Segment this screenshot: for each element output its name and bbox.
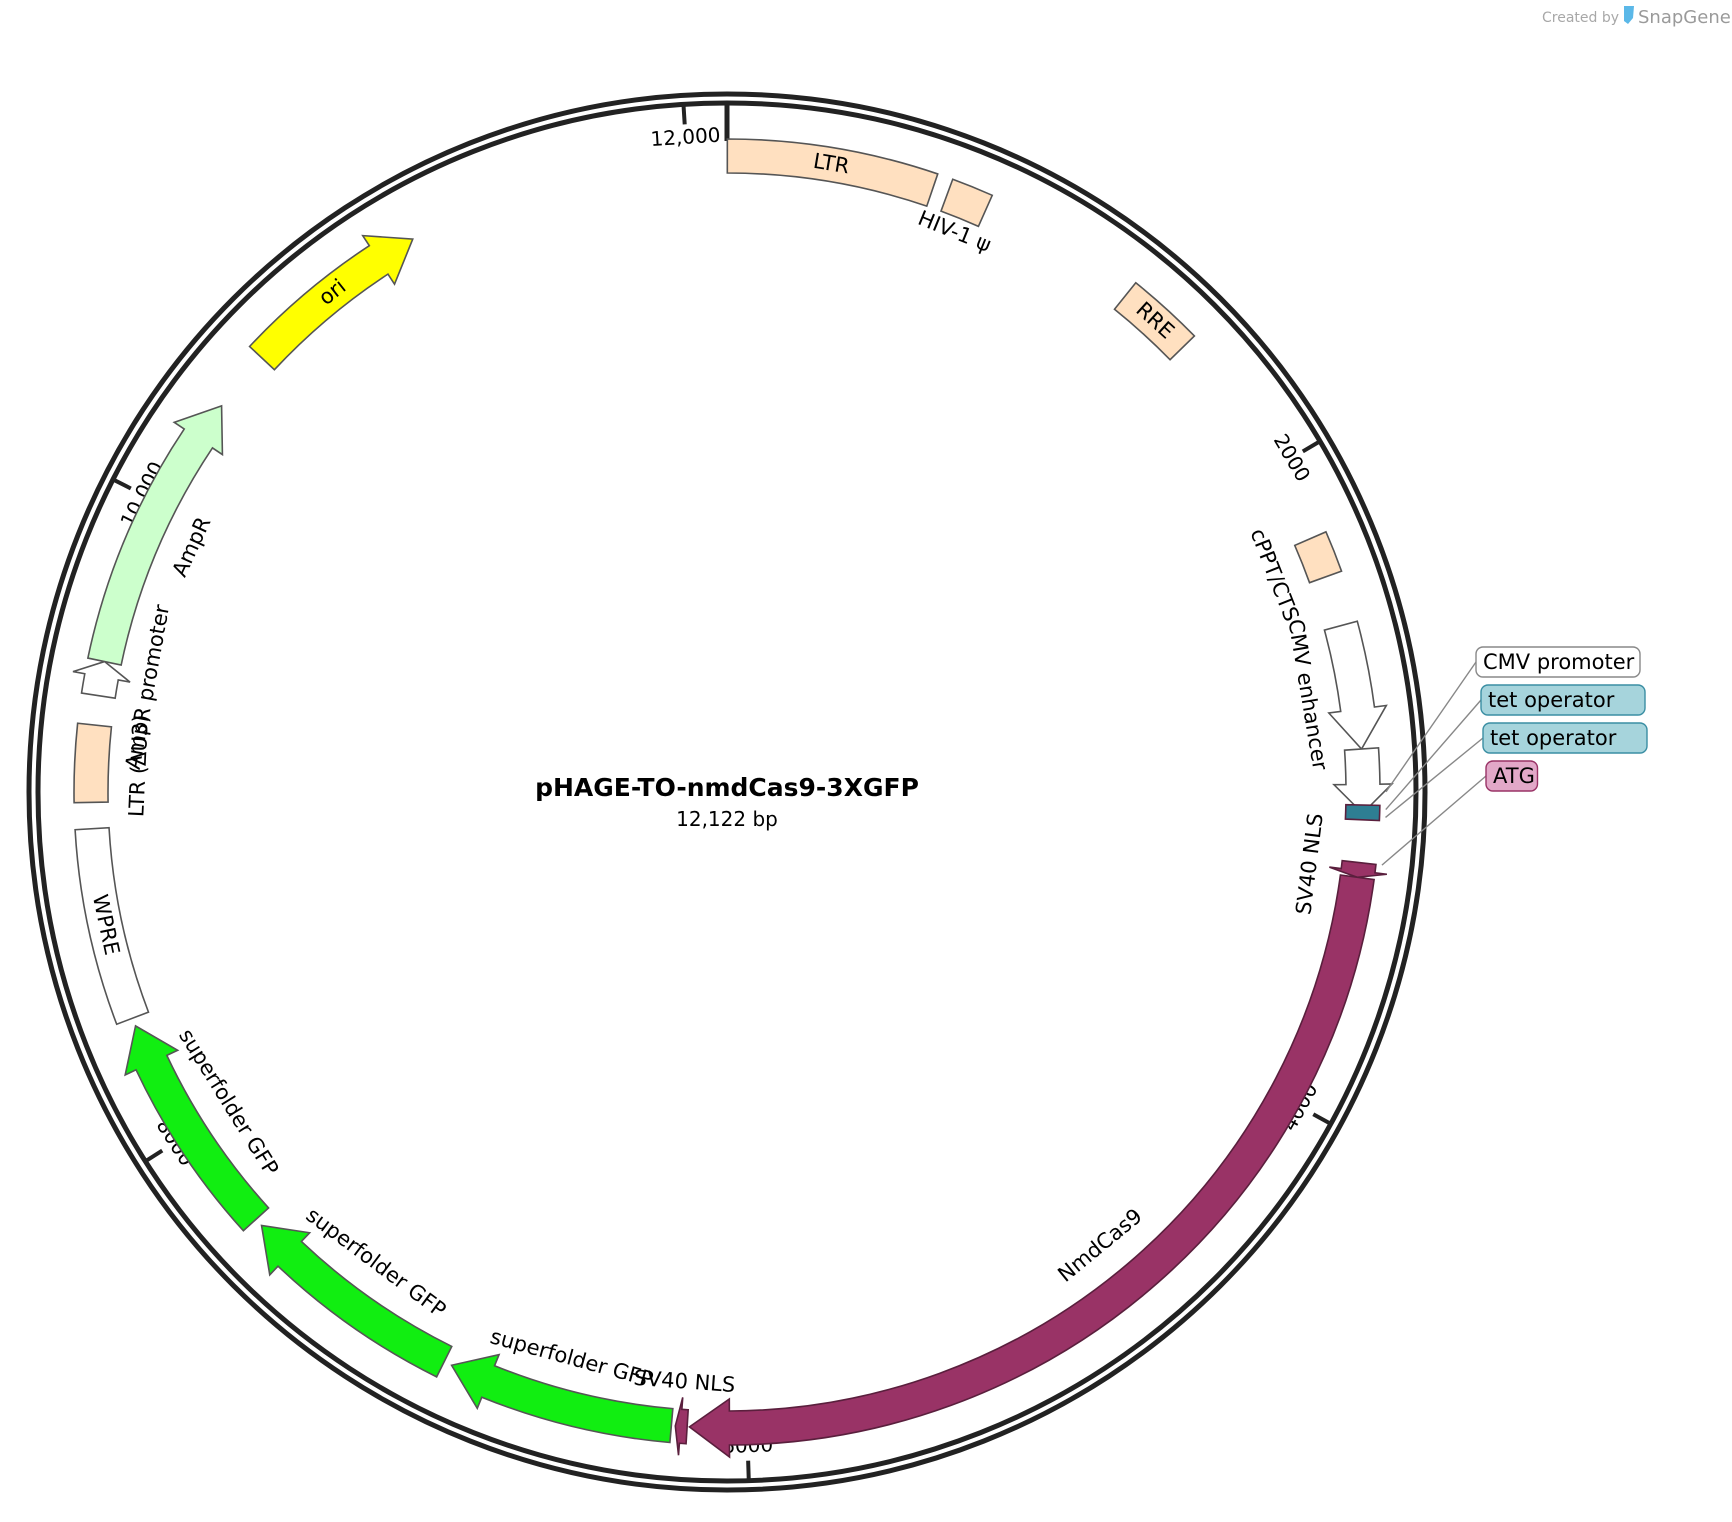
callout-leader xyxy=(1381,775,1487,866)
feature-rre[interactable] xyxy=(1113,281,1196,361)
tick-label: 2000 xyxy=(1269,430,1316,486)
callout-leader xyxy=(1385,661,1477,793)
callout-leader xyxy=(1385,737,1484,818)
callout-label: CMV promoter xyxy=(1483,650,1635,674)
callout-leader xyxy=(1385,699,1482,811)
feature-ori[interactable] xyxy=(248,234,414,371)
center-label: pHAGE-TO-nmdCas9-3XGFP 12,122 bp xyxy=(535,773,919,831)
callout-box-cmv-promoter[interactable] xyxy=(1475,646,1641,678)
feature-label-ampr: AmpR xyxy=(168,513,216,580)
feature-nmdcas9[interactable] xyxy=(688,874,1376,1459)
snapgene-logo-icon xyxy=(1624,6,1634,24)
feature-superfolder-gfp-2[interactable] xyxy=(260,1224,453,1378)
credit-brand: SnapGene xyxy=(1638,7,1731,28)
callout-label: tet operator xyxy=(1490,726,1617,750)
feature-cppt-cts[interactable] xyxy=(1293,530,1343,584)
feature-tet-operator[interactable] xyxy=(1344,803,1381,822)
tick-mark xyxy=(681,104,687,125)
features xyxy=(72,138,1394,1459)
feature-ltr[interactable] xyxy=(726,138,939,208)
callout-label: tet operator xyxy=(1488,688,1615,712)
feature-label-sv40-nls: SV40 NLS xyxy=(1291,812,1327,916)
feature-ltr-du3[interactable] xyxy=(73,722,113,804)
credit-prefix: Created by xyxy=(1542,10,1619,26)
callout-box-tet-operator[interactable] xyxy=(1482,722,1648,754)
callout-label: ATG xyxy=(1493,764,1535,788)
feature-label-cmv-enhancer: CMV enhancer xyxy=(1283,617,1332,772)
tick-mark xyxy=(112,477,132,491)
feature-superfolder-gfp-1[interactable] xyxy=(450,1353,674,1444)
feature-sv40-nls-2[interactable] xyxy=(674,1397,690,1456)
plasmid-name: pHAGE-TO-nmdCas9-3XGFP xyxy=(535,773,919,802)
callout-box-atg[interactable] xyxy=(1485,760,1539,792)
tick-mark xyxy=(1301,439,1322,454)
tick-label: 12,000 xyxy=(650,123,721,151)
feature-cmv-promoter[interactable] xyxy=(1332,747,1394,815)
feature-ampr-promoter[interactable] xyxy=(72,660,131,700)
tick-mark xyxy=(144,1148,164,1164)
feature-sv40-nls[interactable] xyxy=(1329,859,1387,879)
callout-box-tet-operator[interactable] xyxy=(1480,684,1646,716)
snapgene-credit[interactable]: Created by SnapGene xyxy=(1542,6,1731,28)
plasmid-size: 12,122 bp xyxy=(676,807,778,831)
feature-label-ltr-du3: LTR (ΔU3) xyxy=(124,714,153,817)
tick-mark xyxy=(1312,1112,1332,1126)
feature-cmv-enhancer[interactable] xyxy=(1323,620,1388,751)
tick-mark xyxy=(746,1460,751,1481)
feature-superfolder-gfp-3[interactable] xyxy=(124,1024,270,1232)
feature-wpre[interactable] xyxy=(74,826,150,1026)
feature-label-ltr: LTR xyxy=(812,149,852,179)
feature-label-cppt-cts: cPPT/CTS xyxy=(1245,525,1303,625)
feature-ampr[interactable] xyxy=(86,404,224,666)
feature-hiv-1-psi[interactable] xyxy=(939,178,994,228)
